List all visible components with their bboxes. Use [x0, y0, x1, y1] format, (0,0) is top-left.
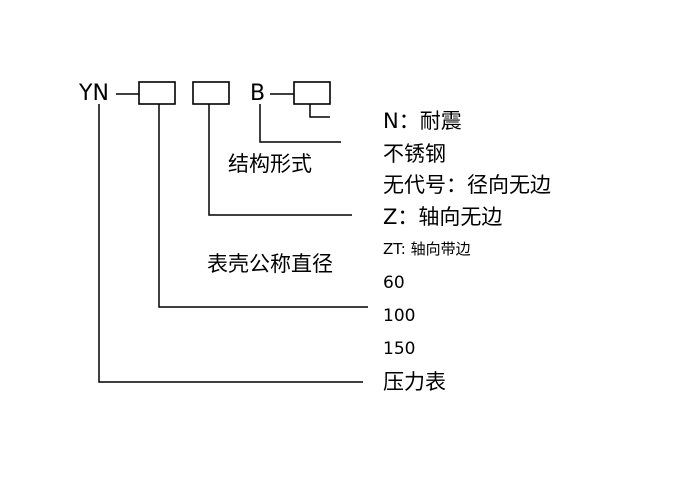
- diameter-leader: [158, 104, 368, 308]
- option-shock-resistant: N：耐震: [383, 109, 462, 133]
- suffix-letter: B: [250, 81, 266, 106]
- option-no-code-radial: 无代号：径向无边: [383, 173, 551, 197]
- structure-leader: [208, 104, 352, 216]
- size-60: 60: [383, 273, 405, 293]
- size-150: 150: [383, 339, 416, 359]
- yn-leader: [98, 104, 363, 383]
- size-100: 100: [383, 306, 416, 326]
- option-z-axial: Z：轴向无边: [383, 205, 503, 229]
- option-stainless-steel: 不锈钢: [383, 142, 446, 166]
- option-zt-axial-flange: ZT: 轴向带边: [383, 240, 471, 258]
- model-prefix: YN: [79, 81, 109, 106]
- structure-code-box: [192, 81, 230, 105]
- case-diameter-label: 表壳公称直径: [207, 252, 333, 276]
- b-leader: [259, 104, 341, 143]
- suffix-leader: [309, 104, 330, 118]
- suffix-code-box: [293, 81, 331, 105]
- diameter-code-box: [138, 81, 176, 105]
- pressure-gauge-label: 压力表: [383, 370, 446, 394]
- structure-form-label: 结构形式: [228, 152, 312, 176]
